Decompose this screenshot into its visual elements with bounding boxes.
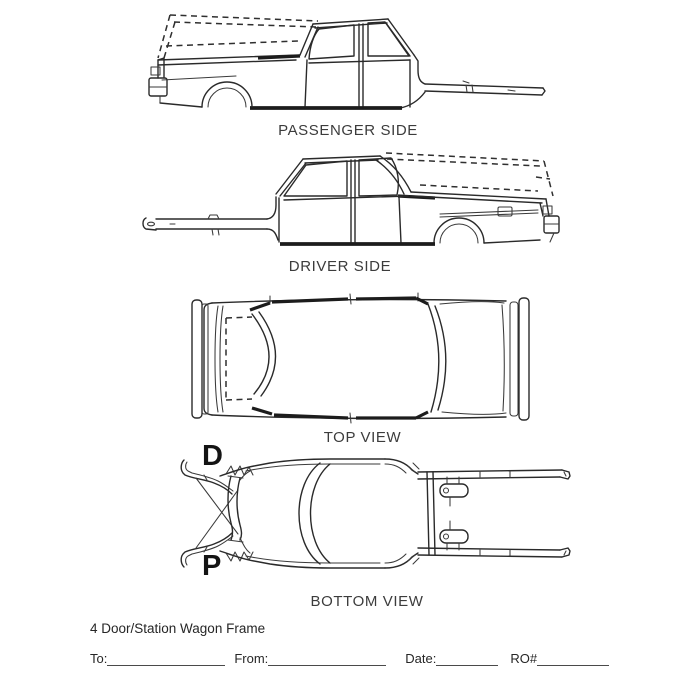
top-view-drawing	[191, 292, 530, 424]
date-blank-line[interactable]	[436, 650, 499, 666]
from-blank-line[interactable]	[268, 650, 387, 666]
driver-side-drawing	[142, 152, 560, 246]
driver-side-diagram	[140, 150, 560, 253]
top-view-label: TOP VIEW	[323, 429, 402, 446]
to-label: To:	[90, 651, 108, 666]
passenger-rail-marker: P	[202, 550, 222, 582]
sheet-title: 4 Door/Station Wagon Frame	[90, 621, 266, 636]
bottom-view-diagram	[180, 446, 572, 581]
passenger-side-label: PASSENGER SIDE	[278, 122, 418, 139]
bottom-view-label: BOTTOM VIEW	[310, 593, 424, 610]
top-view-diagram	[190, 290, 535, 428]
from-label: From:	[234, 651, 269, 666]
bottom-view-drawing	[180, 458, 571, 569]
passenger-side-drawing	[148, 14, 546, 110]
routing-form-row: To: From: Date: RO#	[90, 650, 610, 666]
ro-number-blank-line[interactable]	[537, 650, 610, 666]
driver-rail-marker: D	[202, 440, 223, 472]
ro-number-label: RO#	[510, 651, 538, 666]
passenger-side-diagram	[148, 8, 548, 120]
driver-side-label: DRIVER SIDE	[288, 258, 392, 275]
date-label: Date:	[405, 651, 437, 666]
to-blank-line[interactable]	[107, 650, 226, 666]
